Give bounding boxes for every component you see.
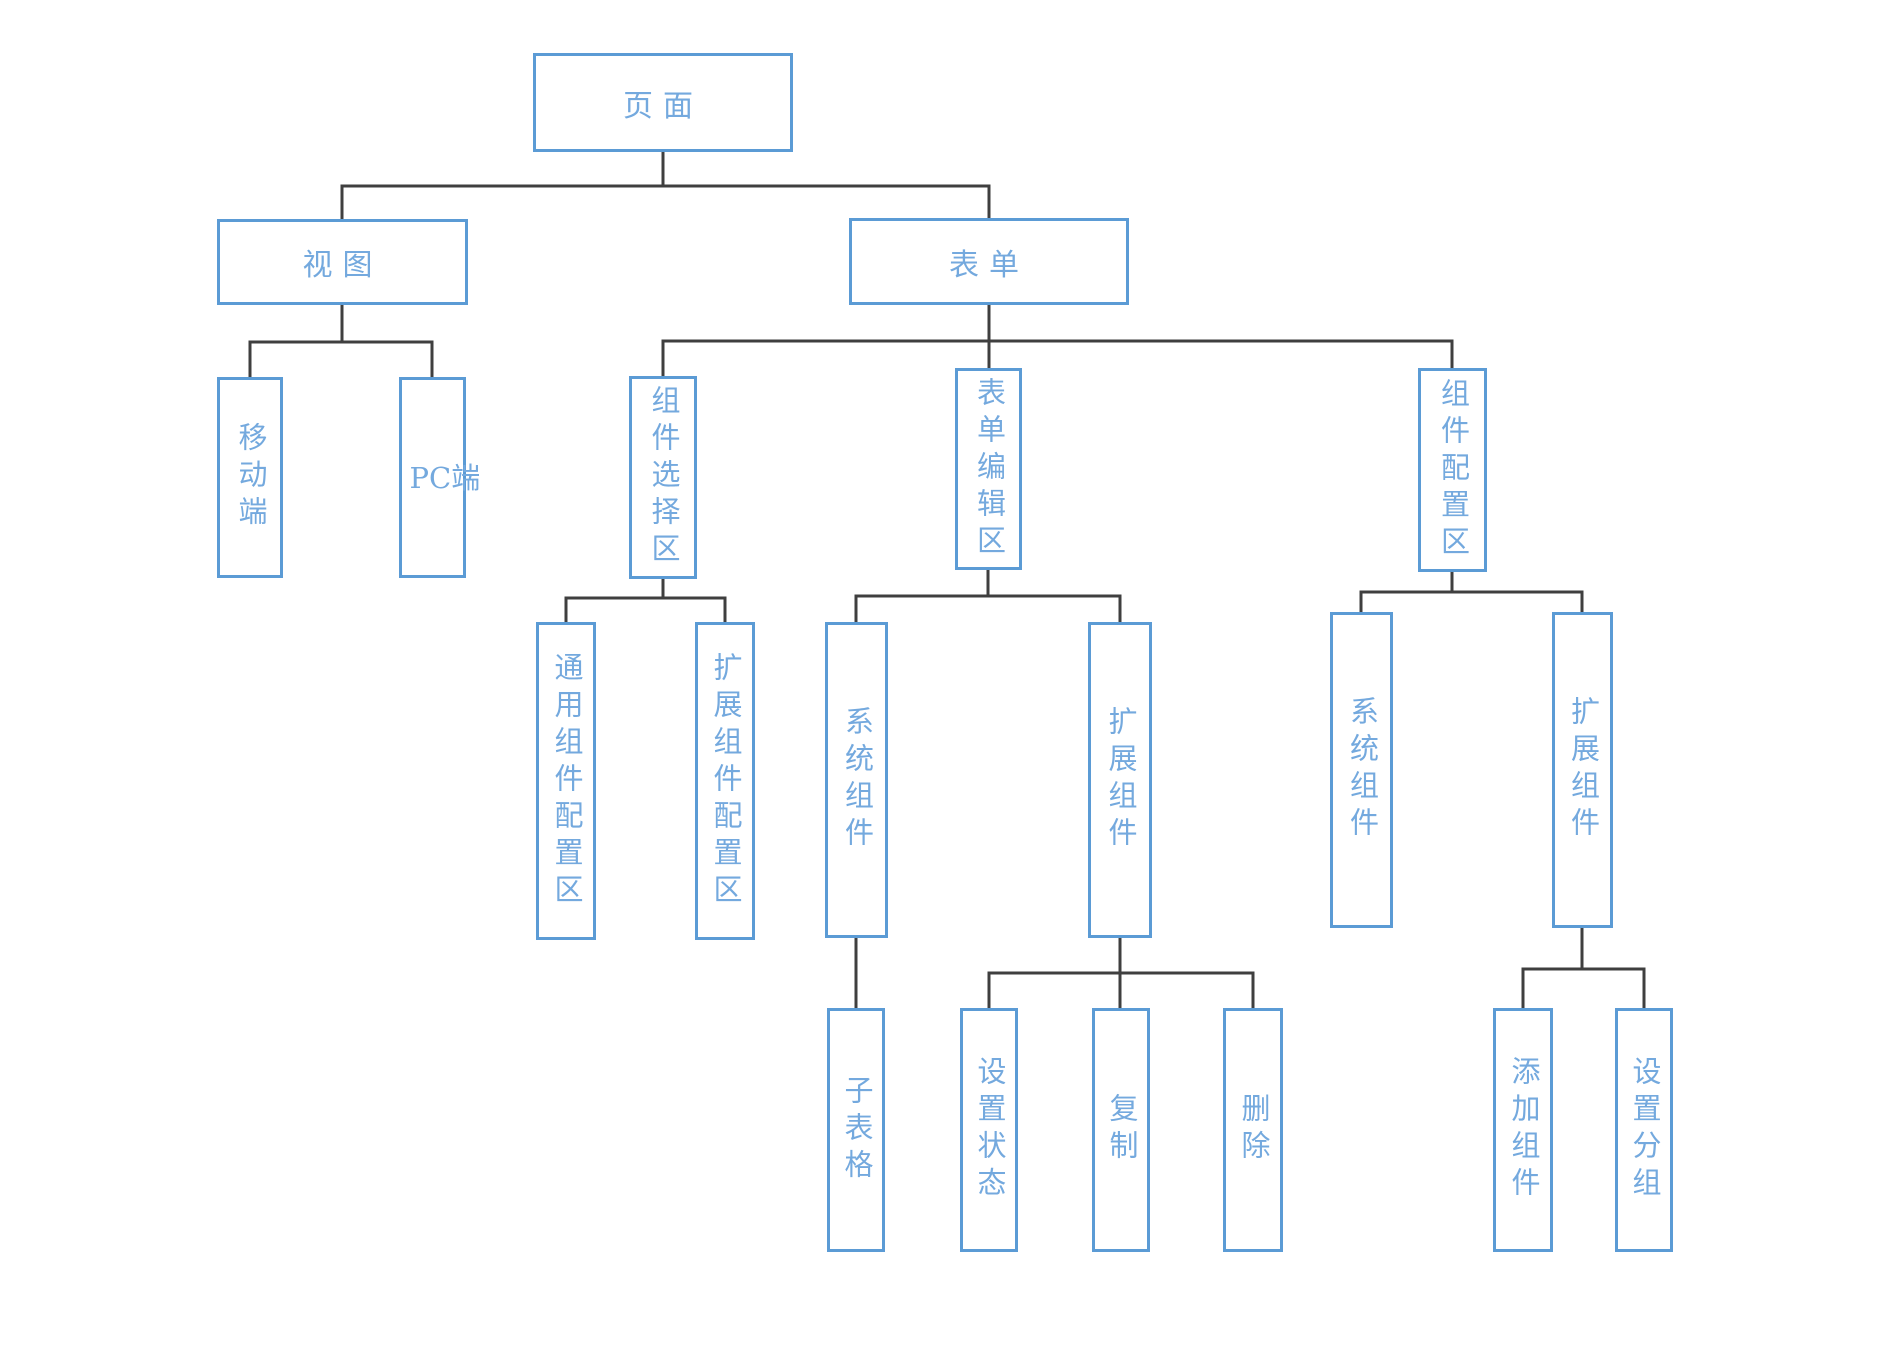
node-delete: 删除 xyxy=(1223,1008,1283,1252)
node-extended-component-config-area: 扩展组件配置区 xyxy=(695,622,755,940)
node-subtable: 子表格 xyxy=(827,1008,885,1252)
node-mobile: 移动端 xyxy=(217,377,283,578)
node-component-select-area: 组件选择区 xyxy=(629,376,697,579)
node-add-component: 添加组件 xyxy=(1493,1008,1553,1252)
node-pc-label: PC端 xyxy=(409,460,481,495)
node-set-status: 设置状态 xyxy=(960,1008,1018,1252)
node-set-group: 设置分组 xyxy=(1615,1008,1673,1252)
node-form: 表单 xyxy=(849,218,1129,305)
node-config-extended-components: 扩展组件 xyxy=(1552,612,1613,928)
node-pc: PC端 xyxy=(399,377,481,578)
node-copy: 复制 xyxy=(1092,1008,1150,1252)
node-view: 视图 xyxy=(217,219,468,305)
node-form-edit-area: 表单编辑区 xyxy=(955,368,1022,570)
node-general-component-config-area: 通用组件配置区 xyxy=(536,622,596,940)
node-component-config-area: 组件配置区 xyxy=(1418,368,1487,572)
node-form-edit-system-components: 系统组件 xyxy=(825,622,888,938)
node-page: 页面 xyxy=(533,53,793,152)
node-config-system-components: 系统组件 xyxy=(1330,612,1393,928)
node-form-edit-extended-components: 扩展组件 xyxy=(1088,622,1152,938)
